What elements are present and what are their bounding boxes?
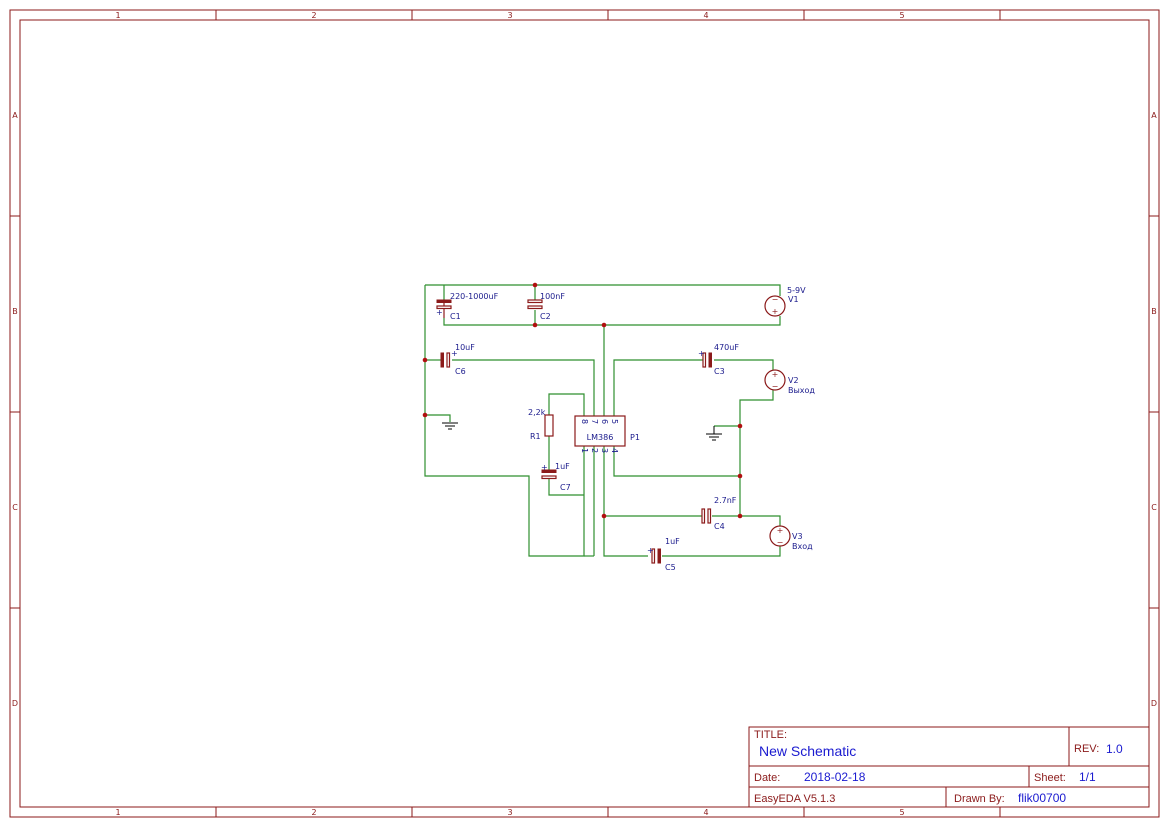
svg-text:−: − xyxy=(777,538,784,547)
sheet-label: Sheet: xyxy=(1034,772,1066,784)
svg-text:+: + xyxy=(436,308,443,317)
sheet-value: 1/1 xyxy=(1079,770,1096,784)
ic-pin-5: 5 xyxy=(610,419,619,424)
software-label: EasyEDA V5.1.3 xyxy=(754,793,835,805)
c7-ref: C7 xyxy=(560,483,571,492)
ic-pin-6: 6 xyxy=(600,419,609,424)
col-label-bottom-3: 3 xyxy=(507,808,512,817)
c7-value: 1uF xyxy=(555,462,570,471)
title-label: TITLE: xyxy=(754,729,787,741)
wires xyxy=(424,284,781,557)
ic-pin-3: 3 xyxy=(600,448,609,453)
c3-value: 470uF xyxy=(714,343,739,352)
capacitor-c7: + xyxy=(541,463,557,480)
capacitor-c5: + xyxy=(647,546,661,564)
outer-frame xyxy=(9,9,1160,818)
c4-value: 2.7nF xyxy=(714,496,737,505)
col-label-top-5: 5 xyxy=(899,11,904,20)
c2-ref: C2 xyxy=(540,312,551,321)
c1-value: 220-1000uF xyxy=(450,292,499,301)
row-label-right-a: A xyxy=(1151,111,1157,120)
c6-value: 10uF xyxy=(455,343,475,352)
date-label: Date: xyxy=(754,772,780,784)
row-label-right-b: B xyxy=(1151,307,1157,316)
svg-text:−: − xyxy=(772,295,779,304)
svg-text:+: + xyxy=(777,526,784,535)
capacitor-c1: + xyxy=(436,299,452,318)
c3-ref: C3 xyxy=(714,367,725,376)
col-label-top-2: 2 xyxy=(311,11,316,20)
capacitor-c6: + xyxy=(440,349,458,368)
row-label-left-c: C xyxy=(12,503,18,512)
capacitor-c3: + xyxy=(698,349,712,368)
v1-ref: V1 xyxy=(788,295,799,304)
row-dividers xyxy=(10,215,1159,609)
v2-ref: V2 xyxy=(788,376,799,385)
ic-lm386 xyxy=(574,415,626,447)
svg-text:+: + xyxy=(698,349,705,358)
c1-ref: C1 xyxy=(450,312,461,321)
drawn-by-value: flik00700 xyxy=(1018,791,1066,805)
v2-value: Выход xyxy=(788,386,815,395)
rev-label: REV: xyxy=(1074,743,1099,755)
p1-ref: P1 xyxy=(630,433,640,442)
voltage-source-v2: + − xyxy=(764,369,786,391)
r1-value: 2,2k xyxy=(528,408,546,417)
col-label-top-3: 3 xyxy=(507,11,512,20)
ic-pin-8: 8 xyxy=(580,419,589,424)
voltage-source-v1: − + xyxy=(764,295,786,317)
capacitor-c2 xyxy=(527,299,543,310)
column-dividers xyxy=(215,10,1001,817)
drawn-by-label: Drawn By: xyxy=(954,793,1005,805)
col-label-bottom-4: 4 xyxy=(703,808,708,817)
inner-frame xyxy=(19,19,1150,808)
svg-text:+: + xyxy=(451,349,458,358)
v3-ref: V3 xyxy=(792,532,803,541)
row-label-right-d: D xyxy=(1151,699,1157,708)
title-block xyxy=(748,726,1150,808)
col-label-bottom-1: 1 xyxy=(115,808,120,817)
svg-text:+: + xyxy=(772,370,779,379)
row-label-left-d: D xyxy=(12,699,18,708)
voltage-source-v3: + − xyxy=(769,525,791,547)
c5-value: 1uF xyxy=(665,537,680,546)
svg-text:+: + xyxy=(647,546,654,555)
ic-label: LM386 xyxy=(587,433,614,442)
row-label-left-b: B xyxy=(12,307,18,316)
row-label-left-a: A xyxy=(12,111,18,120)
v1-value: 5-9V xyxy=(787,286,806,295)
ic-pin-4: 4 xyxy=(610,448,619,453)
v3-value: Вход xyxy=(792,542,813,551)
svg-text:+: + xyxy=(541,463,548,472)
row-label-right-c: C xyxy=(1151,503,1157,512)
c2-value: 100nF xyxy=(540,292,565,301)
r1-ref: R1 xyxy=(530,432,541,441)
junctions xyxy=(422,282,743,519)
ground-icon xyxy=(442,422,458,430)
rev-value: 1.0 xyxy=(1106,742,1123,756)
col-label-top-4: 4 xyxy=(703,11,708,20)
ic-pin-2: 2 xyxy=(590,448,599,453)
title-value: New Schematic xyxy=(759,743,856,759)
ground-icon xyxy=(706,426,722,441)
c4-ref: C4 xyxy=(714,522,725,531)
col-label-top-1: 1 xyxy=(115,11,120,20)
ic-pin-7: 7 xyxy=(590,419,599,424)
ic-pin-1: 1 xyxy=(580,448,589,453)
svg-text:+: + xyxy=(772,307,779,316)
c5-ref: C5 xyxy=(665,563,676,572)
date-value: 2018-02-18 xyxy=(804,770,866,784)
resistor-r1 xyxy=(544,414,554,437)
c6-ref: C6 xyxy=(455,367,466,376)
svg-text:−: − xyxy=(772,382,779,391)
col-label-bottom-2: 2 xyxy=(311,808,316,817)
capacitor-c4 xyxy=(701,508,712,524)
col-label-bottom-5: 5 xyxy=(899,808,904,817)
